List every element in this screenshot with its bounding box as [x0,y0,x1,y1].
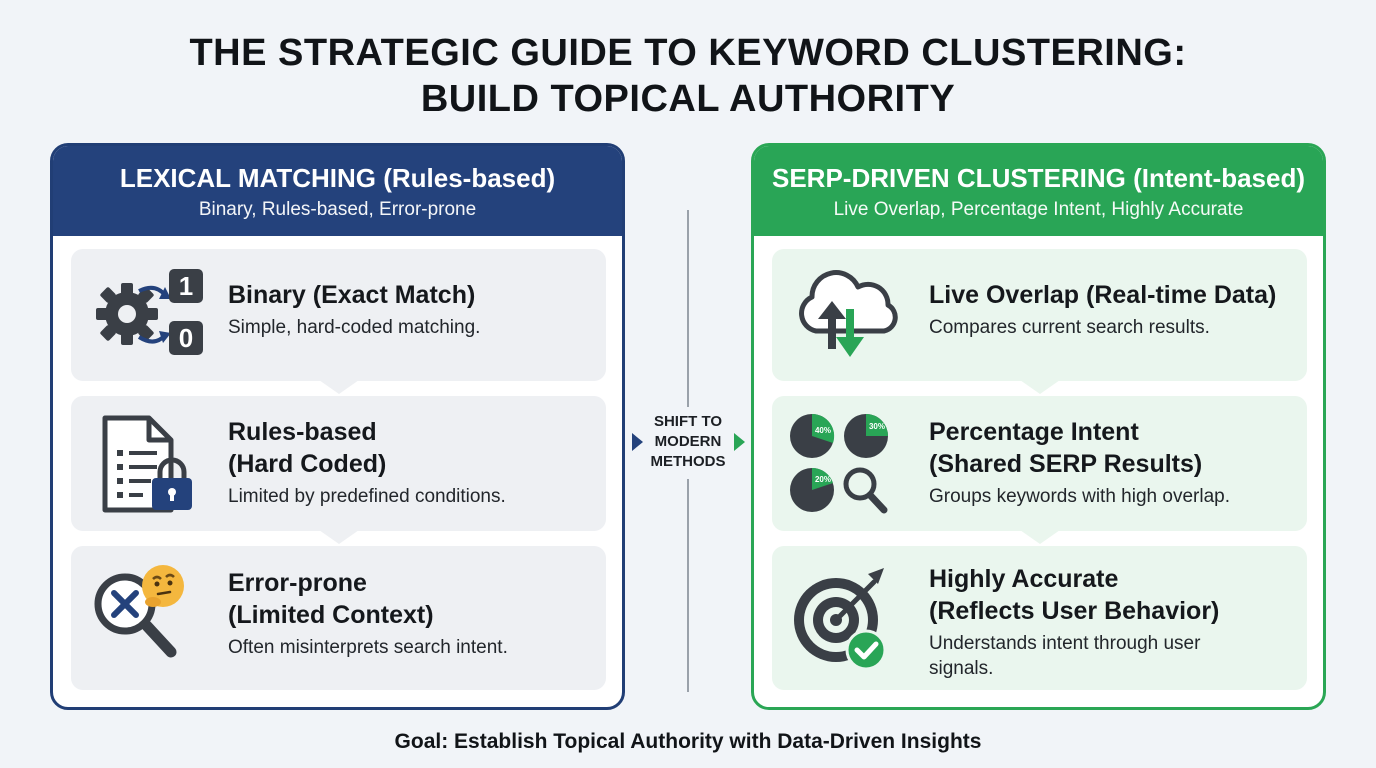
card-binary-title: Binary (Exact Match) [228,281,476,309]
goal-statement: Goal: Establish Topical Authority with D… [394,730,982,753]
lexical-matching-panel: LEXICAL MATCHING (Rules-based) Binary, R… [50,143,625,710]
card-rules-description: Limited by predefined conditions. [228,486,506,507]
title-line-1: THE STRATEGIC GUIDE TO KEYWORD CLUSTERIN… [189,32,1187,74]
card-binary-description: Simple, hard-coded matching. [228,317,481,338]
pie-label-30: 30% [869,422,885,431]
gear-binary-icon: 1 0 [87,269,205,364]
card-error-description: Often misinterprets search intent. [228,637,508,658]
pie-charts-magnifier-icon: 40% 30% 20% [788,410,908,521]
pie-label-40: 40% [815,426,831,435]
card-live-overlap-description: Compares current search results. [929,317,1210,338]
title-line-2: BUILD TOPICAL AUTHORITY [420,78,956,120]
card-accurate-title-line-1: Highly Accurate [929,565,1119,593]
card-connector [319,380,359,394]
card-error-prone: Error-prone (Limited Context) Often misi… [71,546,606,690]
serp-panel-subheading: Live Overlap, Percentage Intent, Highly … [833,199,1244,220]
serp-clustering-panel: SERP-DRIVEN CLUSTERING (Intent-based) Li… [751,143,1326,710]
target-check-icon [788,564,908,677]
binary-digit-zero: 0 [179,323,193,353]
card-percentage-description: Groups keywords with high overlap. [929,486,1230,507]
card-live-overlap: Live Overlap (Real-time Data) Compares c… [772,249,1307,394]
card-rules-based: Rules-based (Hard Coded) Limited by pred… [71,396,606,544]
locked-document-icon [87,414,207,519]
shift-label-line-2: MODERN [654,433,722,450]
card-rules-title-line-1: Rules-based [228,418,377,446]
magnifier-x-thinking-icon [87,564,207,669]
serp-panel-header: SERP-DRIVEN CLUSTERING (Intent-based) Li… [754,146,1323,236]
card-connector [1020,380,1060,394]
pie-label-20: 20% [815,475,831,484]
card-percentage-title-line-2: (Shared SERP Results) [929,450,1203,478]
card-percentage-intent: 40% 30% 20% Percentage Intent (Shared SE… [772,396,1307,544]
card-accurate-description: Understands intent through user signals. [929,633,1201,679]
shift-label-line-3: METHODS [650,453,726,470]
card-percentage-title-line-1: Percentage Intent [929,418,1139,446]
arrow-right-icon [632,433,643,451]
page-title: THE STRATEGIC GUIDE TO KEYWORD CLUSTERIN… [0,30,1376,122]
card-highly-accurate: Highly Accurate (Reflects User Behavior)… [772,546,1307,690]
lexical-panel-heading: LEXICAL MATCHING (Rules-based) [119,163,556,193]
serp-panel-heading: SERP-DRIVEN CLUSTERING (Intent-based) [771,163,1306,193]
card-connector [1020,530,1060,544]
cloud-sync-icon [788,267,908,368]
binary-digit-one: 1 [179,271,193,301]
card-rules-title-line-2: (Hard Coded) [228,450,387,478]
arrow-right-icon [734,433,745,451]
shift-label: SHIFT TO MODERN METHODS [640,412,736,472]
card-binary: 1 0 Binary (Exact Match) Simple, hard-co… [71,249,606,394]
card-accurate-title-line-2: (Reflects User Behavior) [929,597,1220,625]
lexical-panel-subheading: Binary, Rules-based, Error-prone [198,199,477,220]
lexical-panel-header: LEXICAL MATCHING (Rules-based) Binary, R… [53,146,622,236]
card-connector [319,530,359,544]
card-live-overlap-title: Live Overlap (Real-time Data) [929,281,1277,309]
shift-label-background [640,407,736,479]
card-error-title-line-2: (Limited Context) [228,601,434,629]
shift-label-line-1: SHIFT TO [653,413,723,430]
card-error-title-line-1: Error-prone [228,569,367,597]
